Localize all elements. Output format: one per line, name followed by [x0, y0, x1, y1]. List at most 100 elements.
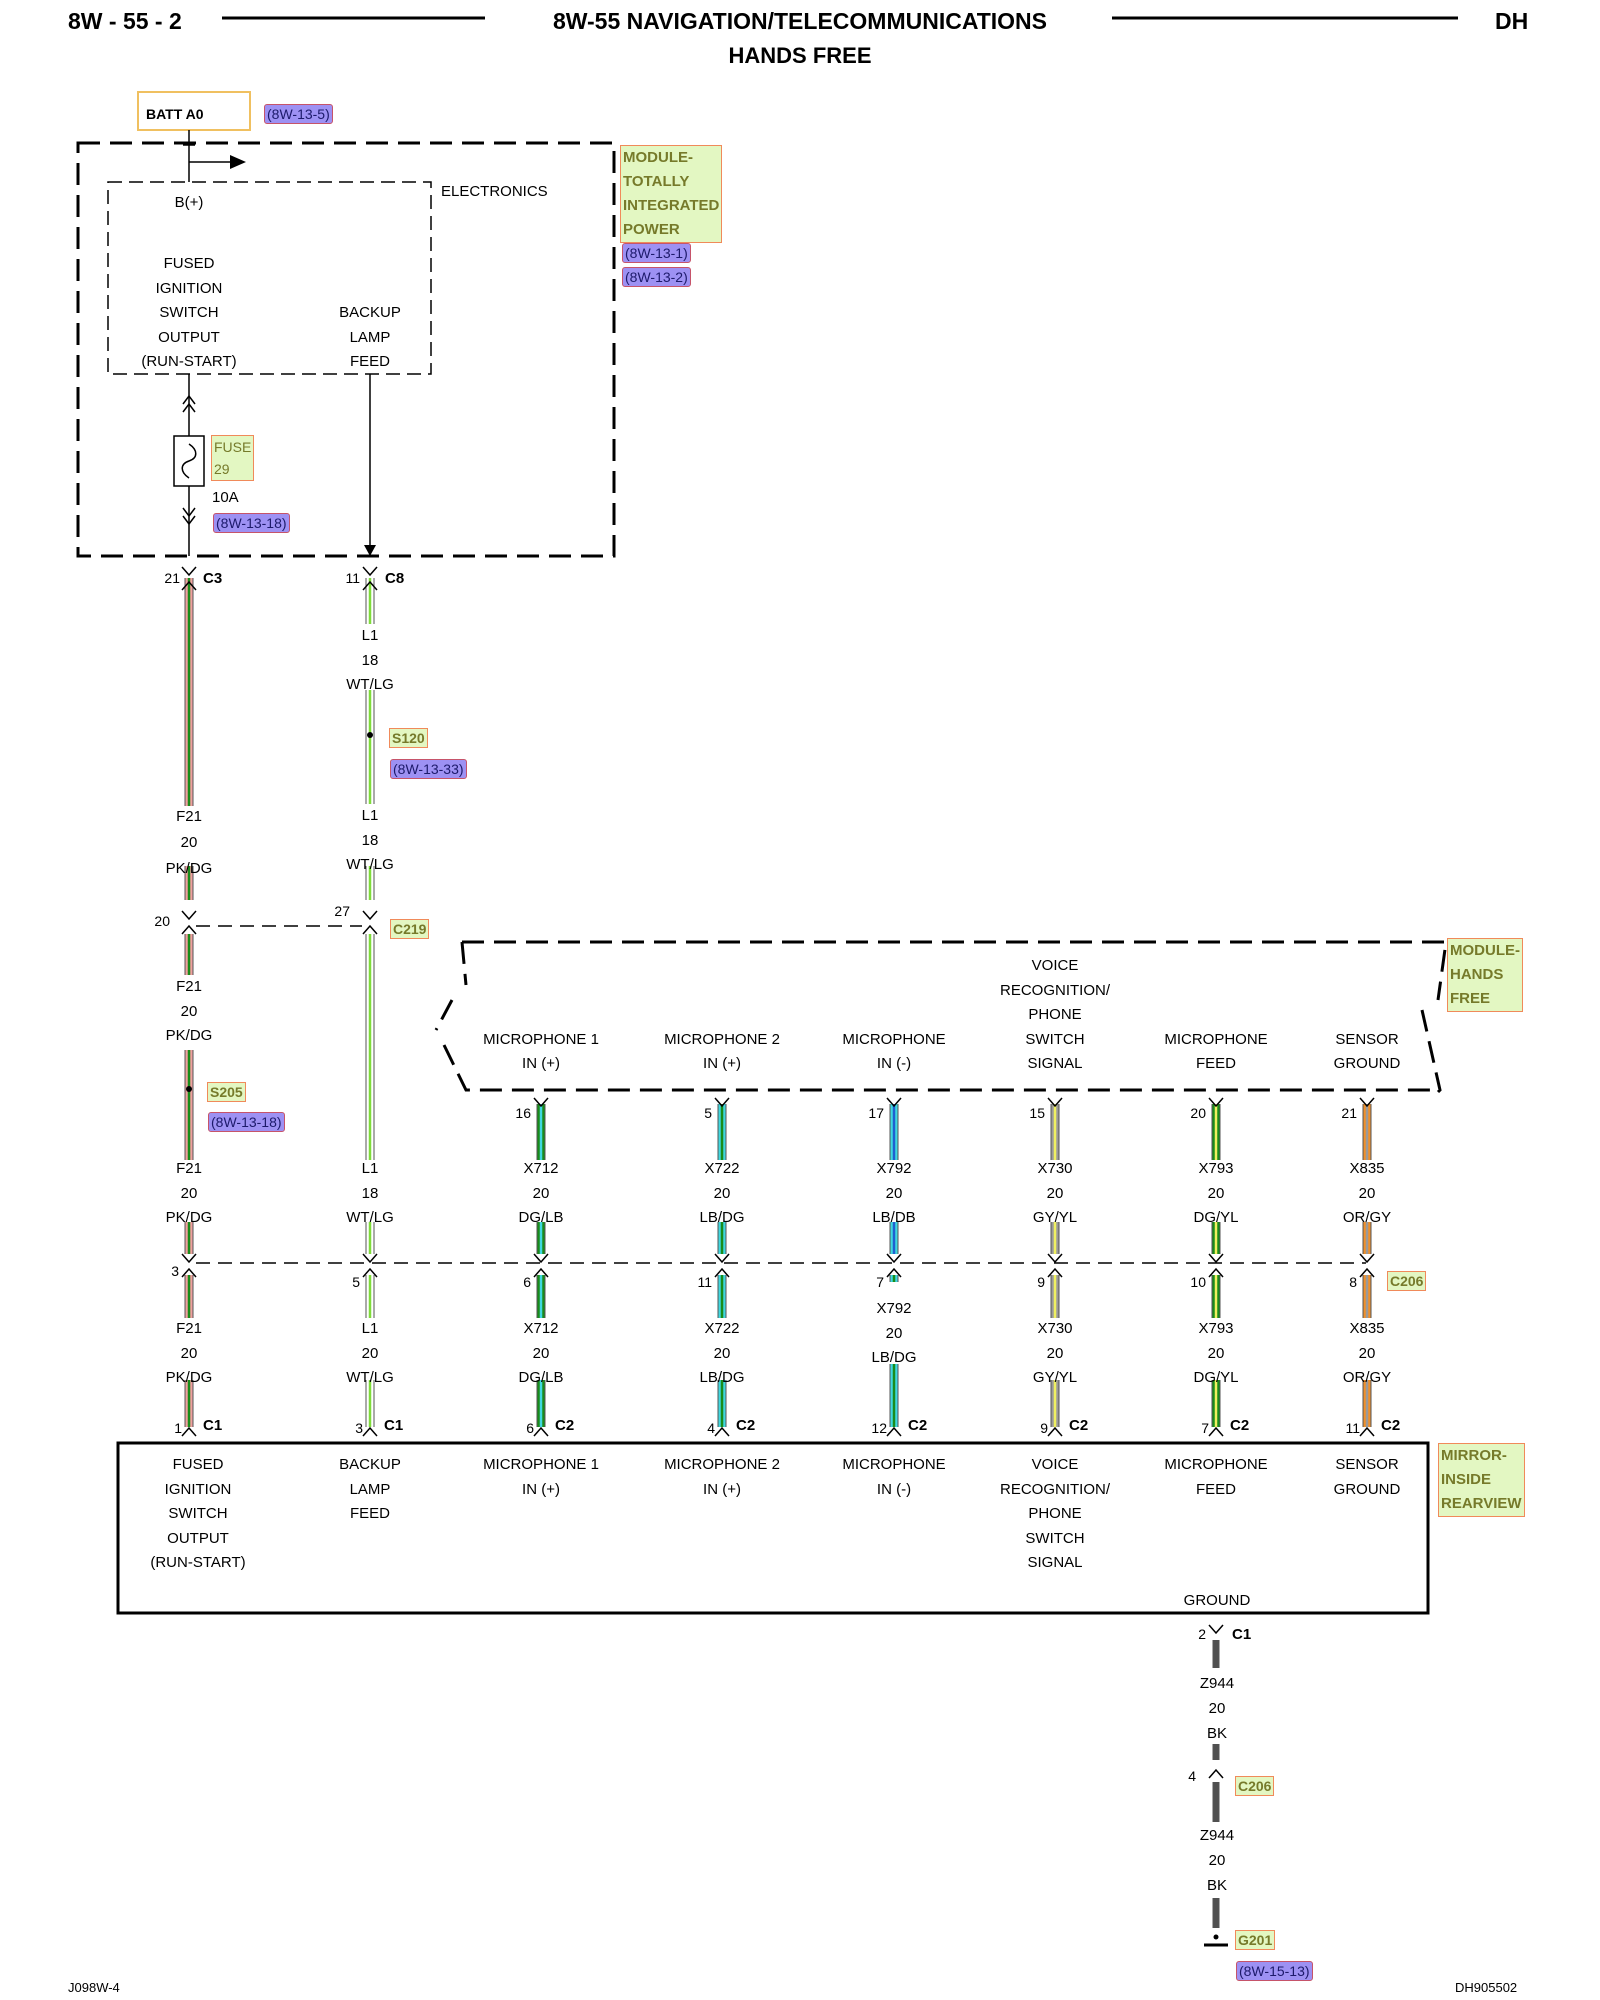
c206-pin-number-3: 3 [171, 1263, 179, 1279]
mirror-c2-pin-7-symbol [1208, 1426, 1224, 1437]
c3-pin-number: 21 [164, 570, 180, 586]
c206-pin-number-5: 5 [352, 1274, 360, 1290]
c206-pin-number-11: 11 [697, 1274, 712, 1290]
tipm-ref-link-1[interactable]: (8W-13-1) [622, 243, 691, 263]
splice-s205-label[interactable]: S205 [207, 1082, 246, 1102]
c206-pin-3-symbol-bottom [181, 1267, 197, 1278]
wire-label-gap-1 [177, 975, 201, 1050]
electronics-box [107, 181, 432, 375]
section-code: DH [1495, 8, 1529, 34]
mirror-connector-label-5: C2 [1069, 1417, 1089, 1434]
mirror-pin-number-12: 12 [871, 1420, 887, 1436]
mirror-c2-pin-9-symbol [1047, 1426, 1063, 1437]
hands-free-module-label: MODULE-HANDS FREE [1447, 938, 1523, 1012]
splice-s120-ref-link[interactable]: (8W-13-33) [390, 759, 467, 779]
wire-label-gap-0 [177, 806, 201, 866]
batt-label: BATT A0 [146, 106, 204, 122]
c219-l1-connector-symbol-bottom [362, 924, 378, 935]
wire-label-gap-low-2 [529, 1318, 553, 1380]
mirror-c2-pin-6-symbol [533, 1426, 549, 1437]
batt-ref-link[interactable]: (8W-13-5) [264, 104, 333, 124]
mirror-c2-pin-11-symbol [1359, 1426, 1375, 1437]
wire-segments [177, 578, 1379, 1928]
wire-label-gap-5 [358, 1160, 382, 1222]
splice-s120-label[interactable]: S120 [389, 728, 428, 748]
wire-label-gap-3 [358, 624, 382, 690]
mirror-module-box [116, 1441, 1430, 1615]
ground-c1-symbol [1208, 1624, 1224, 1635]
wire-label-gap-hf-2 [882, 1160, 906, 1222]
c219-pin-l1: 27 [334, 903, 350, 919]
c8-connector-symbol-bottom [362, 580, 378, 591]
c206-pin-number-7: 7 [876, 1274, 884, 1290]
ground-dot [1213, 1934, 1219, 1940]
c206-connector-label[interactable]: C206 [1387, 1271, 1427, 1291]
c206-pin-10-symbol-bottom [1208, 1267, 1224, 1278]
c206-pin-number-8: 8 [1349, 1274, 1357, 1290]
c206-pin-8-symbol-bottom [1359, 1267, 1375, 1278]
c219-connector-label[interactable]: C219 [390, 919, 430, 939]
connector-symbols [181, 566, 1375, 1779]
fuse-ref-link[interactable]: (8W-13-18) [213, 513, 290, 533]
splice-s205-ref-link[interactable]: (8W-13-18) [208, 1112, 285, 1132]
hands-free-pin-number-20: 20 [1190, 1105, 1206, 1121]
ground-c1-pin: 2 [1198, 1626, 1206, 1642]
bplus-label: B(+) [174, 194, 204, 211]
c206-pin-10-symbol-top [1208, 1253, 1224, 1264]
mirror-pin-number-11: 11 [1345, 1420, 1360, 1436]
ground-c206-label[interactable]: C206 [1235, 1776, 1275, 1796]
mirror-pin-number-6: 6 [526, 1420, 534, 1436]
c206-pin-7-symbol-top [886, 1253, 902, 1264]
fuse-out-chevron-a [182, 507, 196, 518]
hands-free-pin-number-15: 15 [1029, 1105, 1045, 1121]
mirror-c2-pin-4-symbol [714, 1426, 730, 1437]
fuse-29-element [181, 443, 197, 479]
wire-label-gap-hf-4 [1204, 1160, 1228, 1222]
c219-f21-connector-symbol-top [181, 910, 197, 921]
c219-f21-connector-symbol-bottom [181, 924, 197, 935]
ground-g201-label[interactable]: G201 [1235, 1930, 1276, 1950]
mirror-c1-pin-1-symbol [181, 1426, 197, 1437]
ground-c206-pin: 4 [1188, 1768, 1196, 1784]
fuse-out-chevron-b [182, 515, 196, 526]
mirror-connector-label-4: C2 [908, 1417, 928, 1434]
electronics-label: ELECTRONICS [441, 183, 548, 200]
mirror-connector-label-7: C2 [1381, 1417, 1401, 1434]
ground-g201-ref-link[interactable]: (8W-15-13) [1236, 1961, 1313, 1981]
wire-label-gap-hf-1 [710, 1160, 734, 1222]
mirror-connector-label-6: C2 [1230, 1417, 1250, 1434]
hands-free-pin-number-16: 16 [515, 1105, 531, 1121]
hands-free-pin-21-symbol [1359, 1097, 1375, 1108]
ground-c206-symbol [1208, 1768, 1224, 1779]
c206-pin-3-symbol-top [181, 1253, 197, 1264]
c3-connector-label: C3 [203, 570, 223, 587]
page-number: 8W - 55 - 2 [68, 8, 182, 34]
mirror-module-label: MIRROR-INSIDE REARVIEW [1438, 1443, 1525, 1517]
wire-label-gap-hf-3 [1043, 1160, 1067, 1222]
hands-free-module-box [434, 940, 1448, 1094]
wire-label-gap-low-7 [1355, 1318, 1379, 1380]
tipm-ref-link-2[interactable]: (8W-13-2) [622, 267, 691, 287]
